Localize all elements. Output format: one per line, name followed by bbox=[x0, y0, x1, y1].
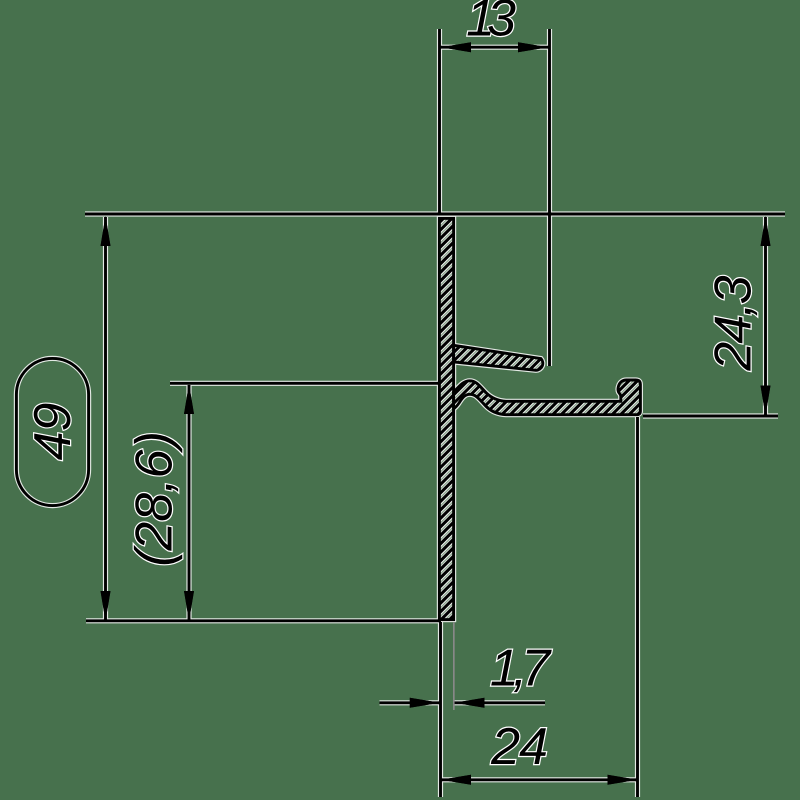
svg-text:24: 24 bbox=[490, 718, 547, 776]
svg-text:49: 49 bbox=[24, 403, 82, 461]
svg-text:28,6: 28,6 bbox=[126, 449, 184, 551]
svg-text:24,3: 24,3 bbox=[705, 275, 763, 371]
svg-text:1,7: 1,7 bbox=[490, 640, 552, 698]
